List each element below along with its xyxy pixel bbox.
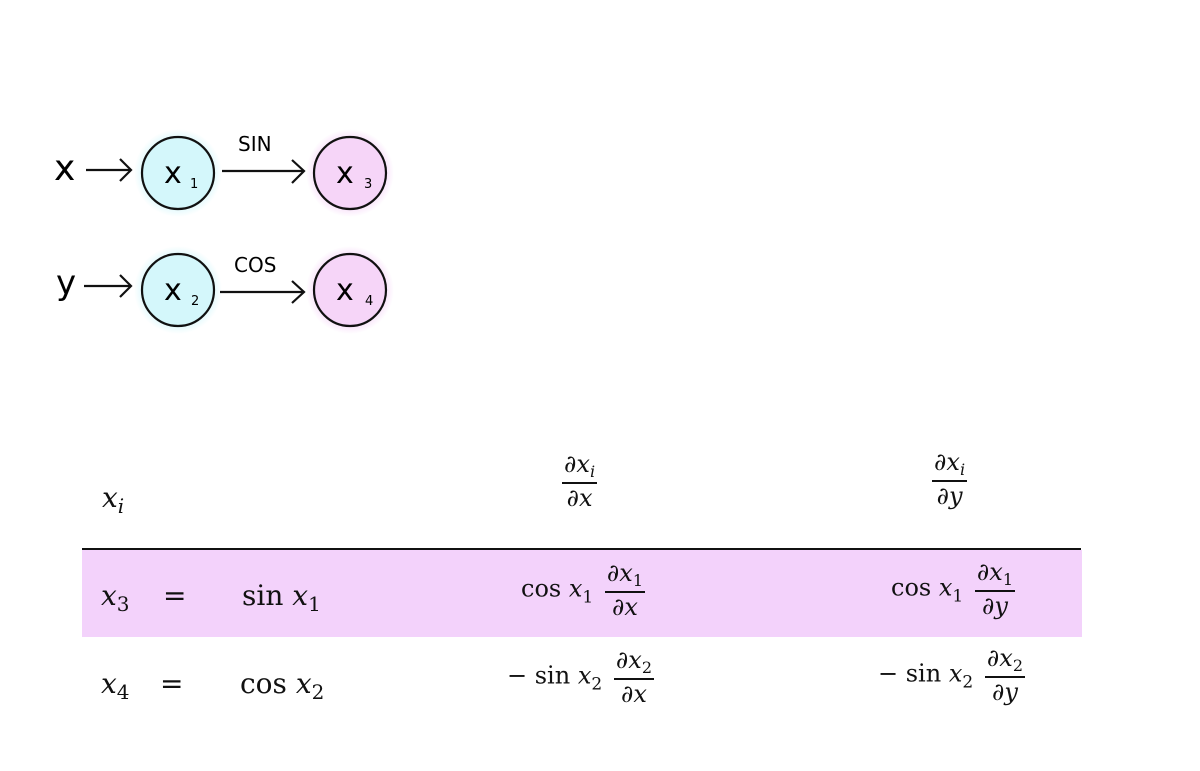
row-x4-dy: − sin x2 ∂x2 ∂y [878,644,1025,706]
row-x4-equals: = [160,667,184,700]
svg-text:x: x [336,273,354,308]
row-x3-rhs: sin x1 [242,579,321,616]
input-x-label: x [54,148,75,189]
row-x4-rhs: cos x2 [240,667,325,704]
edge-label-sin: SIN [238,132,272,156]
header-rule [82,548,1081,550]
arrow-x1-to-x3 [222,159,306,184]
svg-text:2: 2 [191,294,199,309]
computation-graph: x x 1 SIN x 3 y x 2 COS x 4 [54,129,394,334]
header-xi: xi [102,481,125,518]
node-x3: x 3 [306,129,394,217]
node-x2: x 2 [134,246,222,334]
node-x4: x 4 [306,246,394,334]
input-y-label: y [56,263,76,303]
edge-label-cos: COS [234,253,276,277]
svg-text:1: 1 [190,177,198,192]
header-dxi-dy: ∂xi ∂y [932,448,968,510]
row-x3-lhs: x3 [101,579,130,616]
header-dxi-dx: ∂xi ∂x [562,450,598,512]
row-x4-dx: − sin x2 ∂x2 ∂x [507,646,654,708]
row-x3-equals: = [163,579,187,612]
row-x3-dx: cos x1 ∂x1 ∂x [521,559,646,621]
row-x4-lhs: x4 [101,667,130,704]
svg-text:3: 3 [364,177,372,192]
highlight-row-x3 [82,550,1082,637]
arrow-x2-to-x4 [220,280,306,304]
svg-text:x: x [164,156,182,191]
row-x3-dy: cos x1 ∂x1 ∂y [891,558,1016,620]
svg-text:x: x [164,273,182,308]
arrow-y-to-x2 [84,274,133,298]
svg-text:x: x [336,156,354,191]
svg-text:4: 4 [365,294,373,309]
arrow-x-to-x1 [86,158,133,182]
node-x1: x 1 [134,129,222,217]
